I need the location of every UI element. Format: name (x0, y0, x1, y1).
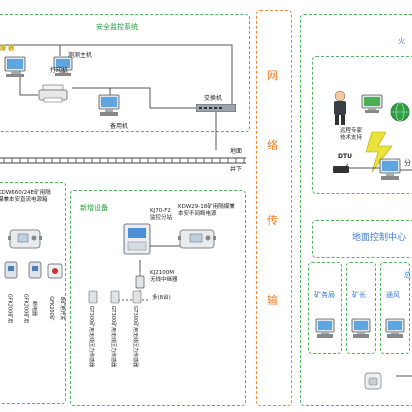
server-computer-icon (2, 56, 28, 78)
dtu-device-icon (332, 164, 350, 174)
test-computer-icon (52, 56, 74, 78)
bottom-device-icon (364, 372, 382, 390)
relay-label: KJ2100M 无线中继器 (150, 270, 178, 284)
network-char-4: 输 (267, 294, 278, 307)
monitoring-substation-icon (122, 222, 152, 256)
backup-computer-icon (96, 94, 122, 118)
pressure-sensor-icon-2 (110, 290, 120, 304)
dept-label-2: 矿长 (352, 291, 366, 299)
remote-support-box (312, 56, 412, 194)
test-pc-label: 测测主机 (68, 52, 93, 59)
gfk-switch-icon-3 (46, 262, 64, 280)
dept-computer-icon-2 (350, 318, 372, 340)
substation-label: KJ70-F2 监控分站 (150, 208, 173, 222)
underground-label: 井下 (230, 166, 243, 173)
gfk-switch-icon-2 (26, 260, 44, 280)
network-char-1: 网 (267, 69, 278, 82)
ups-box-icon (178, 226, 216, 252)
network-transmission-panel (256, 10, 292, 406)
right-panel-title: 火 (398, 37, 405, 45)
expert-person-icon (330, 90, 350, 126)
dept-label-3: 通风 (386, 291, 400, 299)
dept-computer-icon-1 (314, 318, 336, 340)
printer-label: 打印机 (50, 67, 69, 74)
switch-label: 交换机 (204, 95, 223, 102)
safety-monitoring-title: 安全监控系统 (96, 23, 138, 31)
pressure-sensor-icon-3 (132, 290, 142, 304)
expert-monitor-icon (360, 94, 384, 114)
backup-pc-label: 备用机 (110, 123, 129, 130)
branch-label: 分 (404, 159, 411, 167)
remote-expert-label: 远程专家 技术支持 (340, 128, 363, 142)
dept-box-2 (346, 262, 376, 354)
wireless-relay-icon (134, 272, 146, 290)
server-label: 服 器 (0, 45, 15, 52)
ups-label: KDW29-18矿用隔爆兼 本安不间断电源 (178, 204, 235, 218)
remote-panel (300, 14, 412, 406)
branch-computer-icon (378, 158, 402, 182)
more-units-label: 多(8台) (152, 295, 171, 301)
control-center-title: 地面控制中心 (352, 233, 407, 243)
dept-computer-icon-3 (384, 318, 406, 340)
gfk-switch-icon-1 (2, 260, 20, 280)
dept-box-1 (308, 262, 342, 354)
network-char-3: 传 (267, 214, 278, 227)
control-center-box (312, 220, 412, 258)
surface-label: 地面 (230, 148, 243, 155)
dept-label-1: 矿务局 (314, 291, 335, 299)
safety-monitoring-panel (0, 14, 250, 132)
dtu-label: DTU (338, 153, 352, 160)
underground-existing-panel (0, 182, 66, 404)
kdw660-label: KDW660/24E矿用隔 爆兼本安直流电源箱 (0, 190, 51, 204)
network-switch-icon (196, 104, 236, 112)
new-equipment-panel (70, 190, 246, 406)
power-box-icon (8, 226, 42, 252)
network-char-2: 络 (267, 139, 278, 152)
pressure-sensor-icon-1 (88, 290, 98, 304)
new-equipment-title: 新增设备 (80, 204, 108, 212)
dept-label-4: 总 (404, 271, 411, 279)
dept-box-3 (380, 262, 410, 354)
printer-icon (38, 84, 68, 104)
internet-globe-icon (390, 100, 410, 124)
